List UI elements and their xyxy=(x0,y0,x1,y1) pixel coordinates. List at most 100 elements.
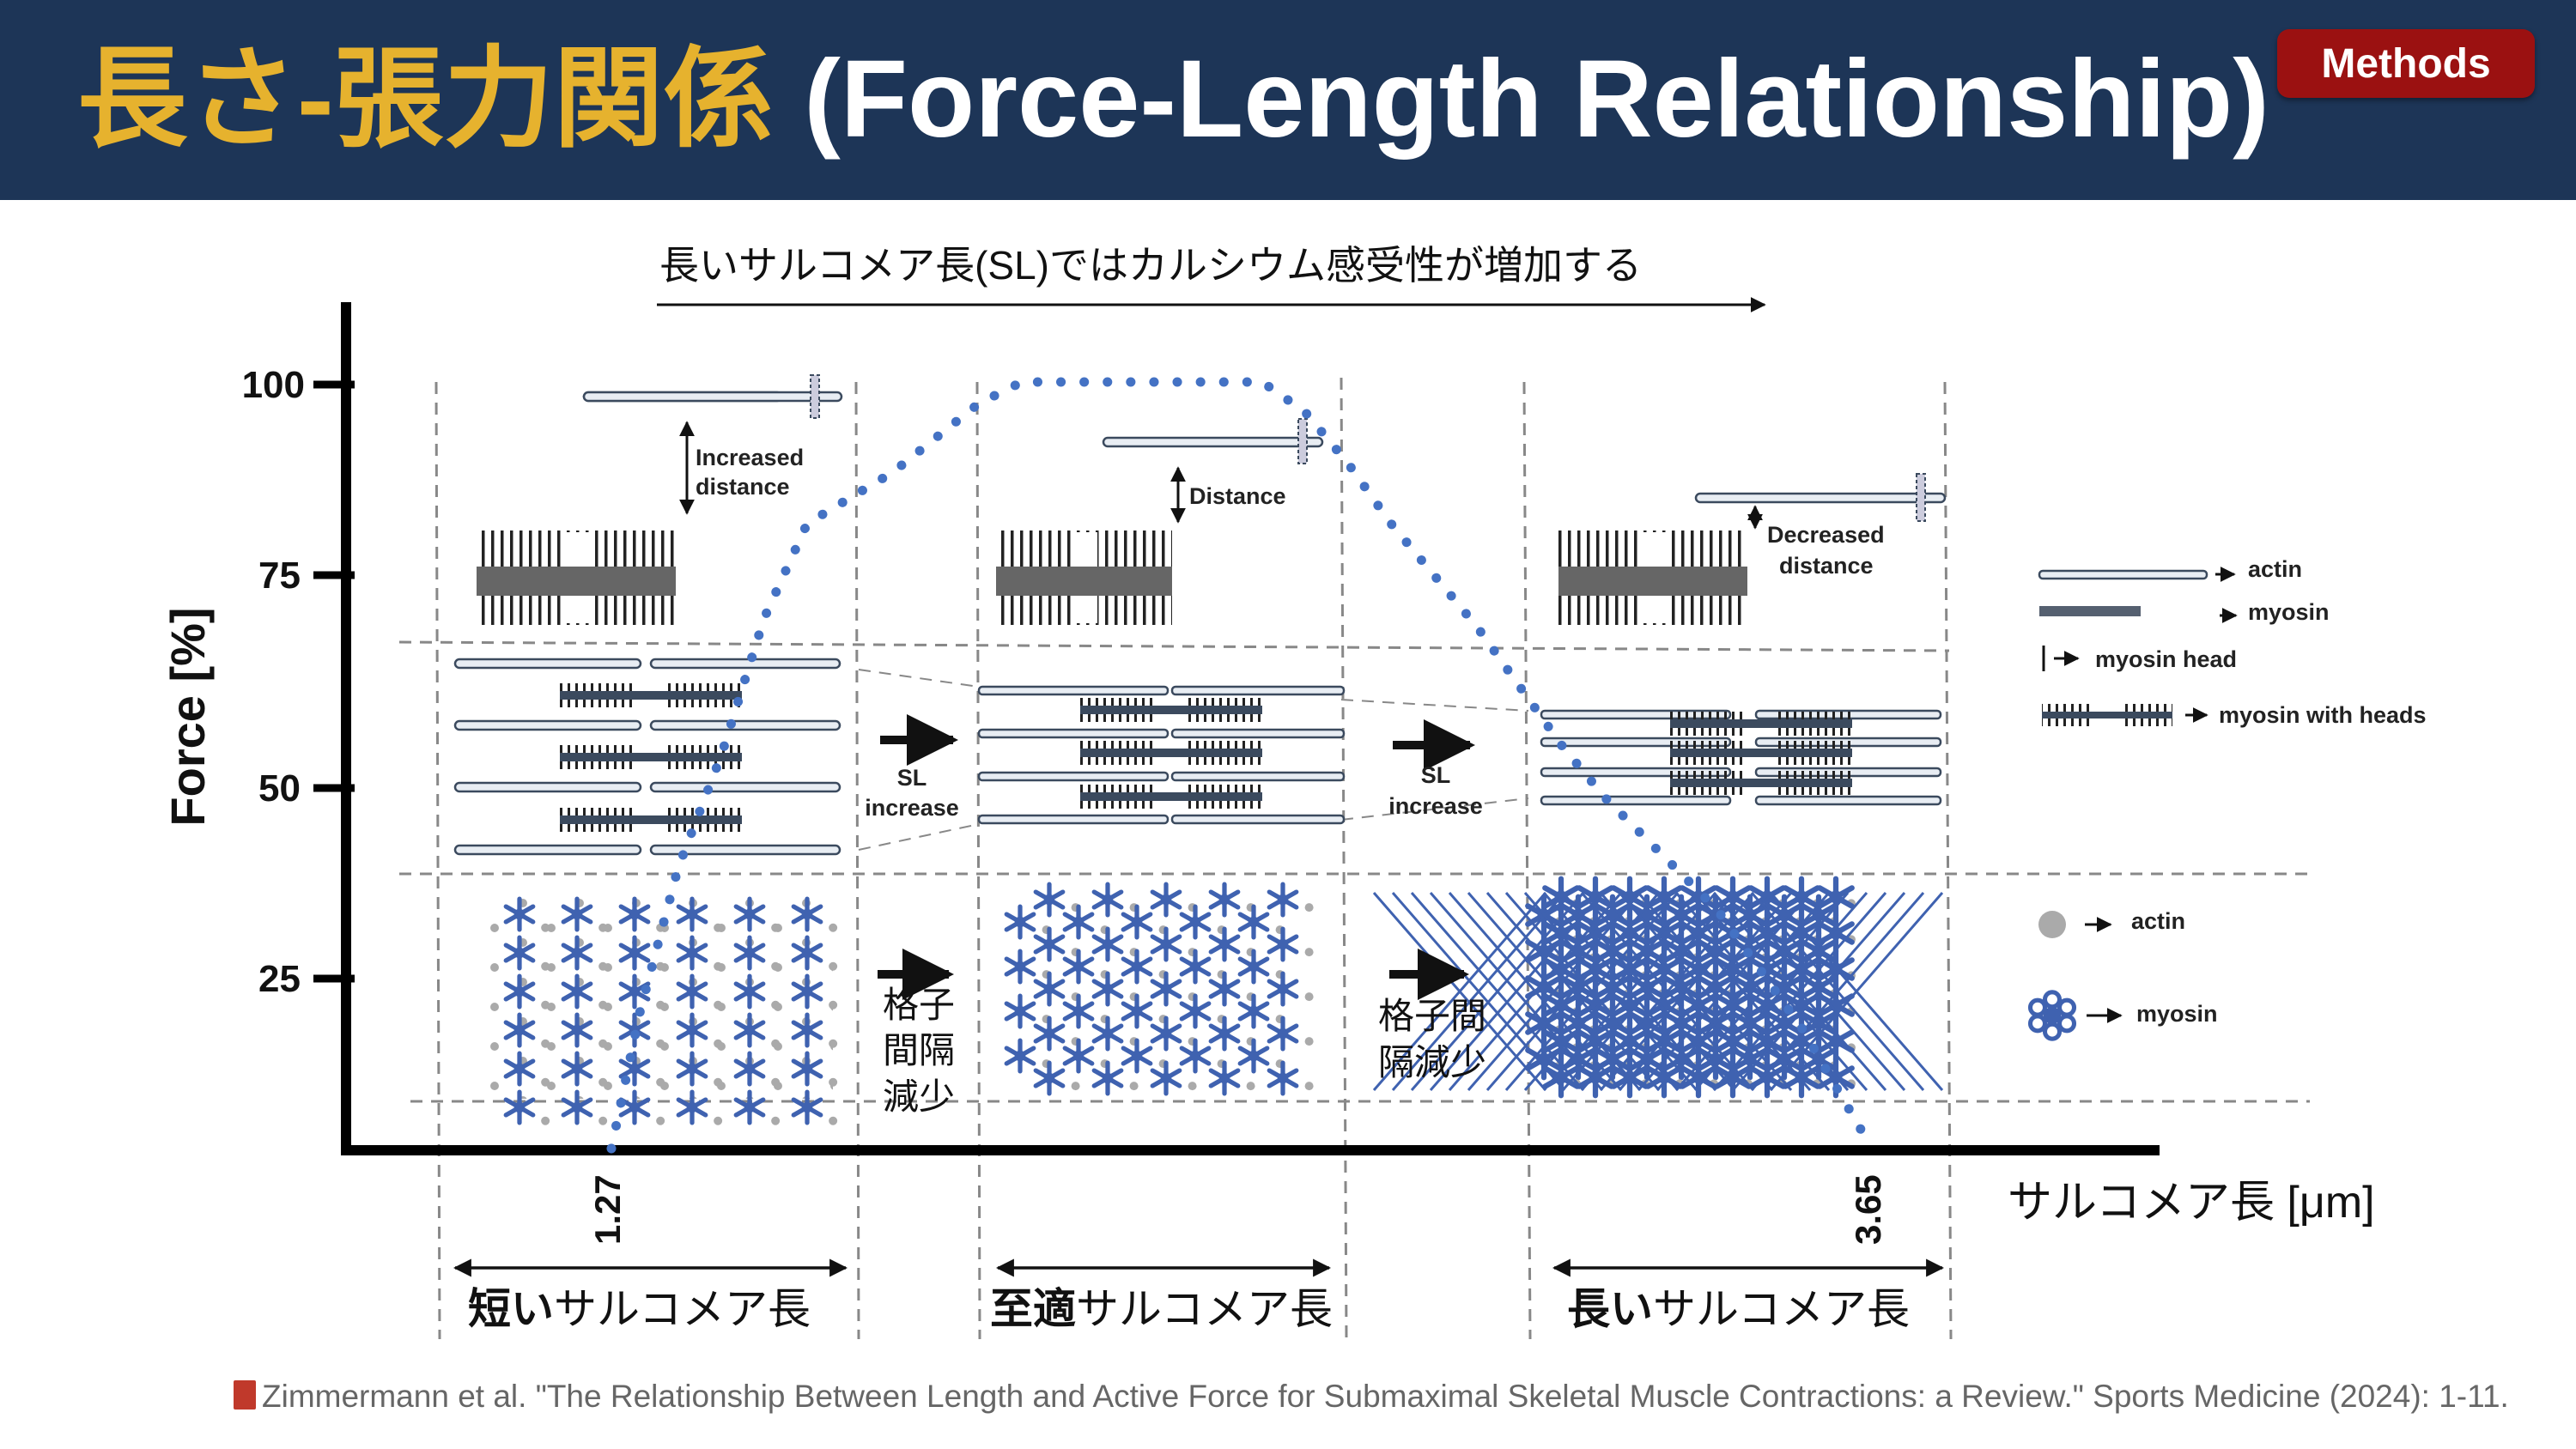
citation: Zimmermann et al. "The Relationship Betw… xyxy=(262,1379,2509,1414)
actin-dot xyxy=(1304,992,1314,1002)
actin-dot xyxy=(656,1039,665,1048)
myosin-star-icon xyxy=(1182,951,1209,982)
myosin-star-icon xyxy=(1123,906,1151,937)
actin-dot xyxy=(1304,1037,1314,1046)
legend-actin: actin xyxy=(2248,556,2302,582)
lattice-note-2-line1: 格子間 xyxy=(1378,996,1486,1036)
myosin-star-icon xyxy=(1269,929,1297,960)
myosin-star-icon xyxy=(1094,1018,1121,1049)
actin-dot xyxy=(829,1000,838,1009)
lattice-optimal xyxy=(1006,884,1314,1094)
myosin-star-icon xyxy=(1152,929,1180,960)
region-short-bold: 短い xyxy=(468,1285,554,1333)
legend-myosin-head: myosin head xyxy=(2095,646,2237,672)
actin-dot xyxy=(829,923,838,932)
myosin-star-icon xyxy=(1211,1018,1238,1049)
lattice-hatch xyxy=(1712,892,1887,1091)
actin-dot xyxy=(714,1000,723,1009)
myosin-star-icon xyxy=(1006,996,1034,1027)
book-icon xyxy=(234,1380,256,1410)
actin-dot xyxy=(771,1000,781,1009)
axes xyxy=(313,302,2160,1155)
actin-dot xyxy=(714,1039,723,1048)
actin-dot xyxy=(829,1039,838,1048)
sarcomere-long xyxy=(1540,709,1942,806)
lattice-hatch xyxy=(1731,892,1906,1091)
increased-distance-label-2: distance xyxy=(696,474,790,500)
sarcomere-optimal xyxy=(977,685,1346,825)
myosin-star-icon xyxy=(1036,973,1063,1004)
increased-distance-label-1: Increased xyxy=(696,445,804,470)
methods-badge: Methods xyxy=(2277,29,2535,98)
myosin-star-icon xyxy=(1211,973,1238,1004)
lattice-hatch xyxy=(1769,892,1944,1091)
actin-dot xyxy=(771,1116,781,1125)
myosin-star-icon xyxy=(1240,996,1267,1027)
myosin-star-icon xyxy=(1152,1063,1180,1094)
actin-dot xyxy=(714,1077,723,1087)
myosin-star-icon xyxy=(1094,929,1121,960)
actin-dot xyxy=(598,961,608,971)
actin-dot xyxy=(771,923,781,932)
sarcomere-short xyxy=(453,658,841,856)
sl-increase-1-line1: SL xyxy=(897,765,927,791)
sl-increase-2-line1: SL xyxy=(1421,762,1451,788)
myosin-star-icon xyxy=(1123,1040,1151,1071)
actin-dot xyxy=(714,961,723,971)
title-english: (Force-Length Relationship) xyxy=(773,38,2269,161)
myosin-star-icon xyxy=(1152,973,1180,1004)
region-label-short: 短いサルコメア長 xyxy=(468,1285,811,1333)
myosin-star-icon xyxy=(1240,906,1267,937)
slide-title: 長さ-張力関係 (Force-Length Relationship) xyxy=(77,45,2269,155)
actin-dot xyxy=(541,1039,550,1048)
myosin-star-icon xyxy=(1152,884,1180,915)
actin-dot xyxy=(1304,1082,1314,1091)
actin-dot xyxy=(656,1077,665,1087)
myosin-star-icon xyxy=(1094,973,1121,1004)
myosin-star-icon xyxy=(1123,996,1151,1027)
myosin-star-icon xyxy=(1211,884,1238,915)
actin-dot xyxy=(714,1116,723,1125)
myosin-star-icon xyxy=(1036,929,1063,960)
myosin-star-icon xyxy=(1036,884,1063,915)
myosin-star-icon xyxy=(1065,906,1092,937)
myosin-star-icon xyxy=(1006,951,1034,982)
actin-dot xyxy=(541,1077,550,1087)
actin-dot xyxy=(1129,1082,1139,1091)
y-tick-25: 25 xyxy=(258,958,301,1000)
title-japanese: 長さ-張力関係 xyxy=(77,38,774,161)
actin-dot xyxy=(771,961,781,971)
region-optimal-rest: サルコメア長 xyxy=(1076,1285,1333,1333)
actin-dot xyxy=(714,923,723,932)
actin-dot xyxy=(656,961,665,971)
x-tick-1-27: 1.27 xyxy=(587,1174,628,1245)
actin-dot xyxy=(598,1077,608,1087)
distance-label: Distance xyxy=(1189,483,1286,509)
y-tick-100: 100 xyxy=(242,364,305,406)
filaments-optimal xyxy=(996,418,1324,625)
region-label-optimal: 至適サルコメア長 xyxy=(990,1285,1333,1333)
actin-dot xyxy=(1246,1082,1255,1091)
actin-dot xyxy=(1304,948,1314,957)
lattice-note-1-line3: 減少 xyxy=(883,1076,955,1117)
y-axis-label: Force [%] xyxy=(161,607,215,826)
title-bar: 長さ-張力関係 (Force-Length Relationship) Meth… xyxy=(0,0,2576,200)
region-dividers xyxy=(398,377,2310,1340)
myosin-star-icon xyxy=(1240,1040,1267,1071)
myosin-star-icon xyxy=(1036,1063,1063,1094)
x-axis-label: サルコメア長 [μm] xyxy=(2008,1178,2375,1228)
myosin-star-icon xyxy=(1006,1040,1034,1071)
actin-dot xyxy=(598,1116,608,1125)
actin-dot xyxy=(771,1077,781,1087)
filaments-long xyxy=(1558,473,1947,625)
actin-dot xyxy=(598,1039,608,1048)
legend: actin myosin myosin head myosin with hea… xyxy=(2027,556,2427,1041)
lattice-note-1-line2: 間隔 xyxy=(883,1030,955,1070)
myosin-star-icon xyxy=(1269,1018,1297,1049)
actin-dot xyxy=(771,1039,781,1048)
actin-dot xyxy=(1188,1082,1197,1091)
myosin-star-icon xyxy=(1006,906,1034,937)
myosin-star-icon xyxy=(1036,1018,1063,1049)
sl-increase-2-line2: increase xyxy=(1388,793,1483,819)
